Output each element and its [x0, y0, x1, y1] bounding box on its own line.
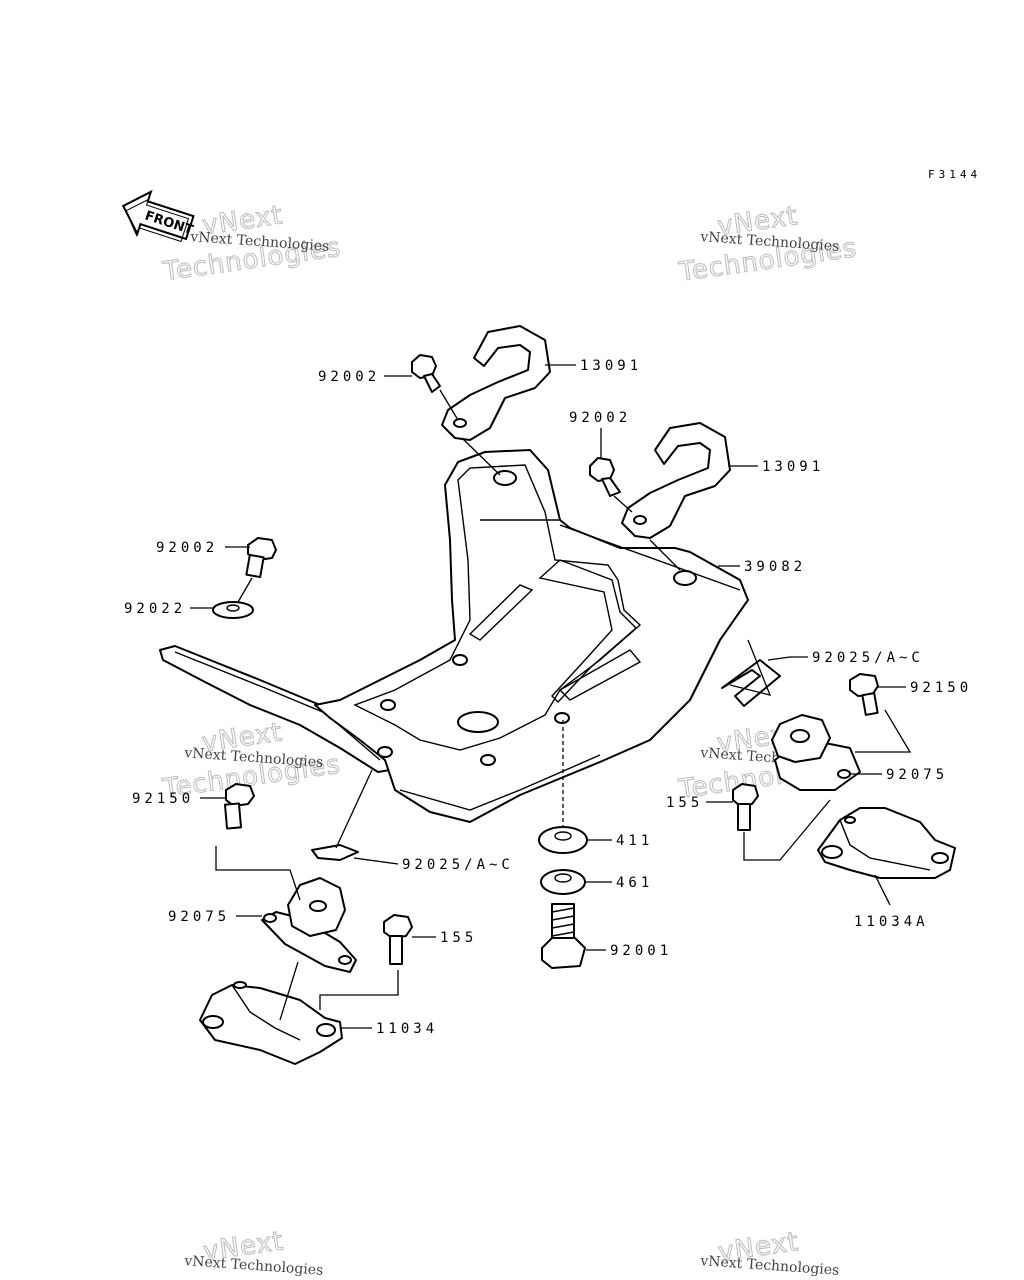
figure-code: F3144 [928, 168, 981, 181]
bolt-92002-mid [589, 457, 621, 497]
front-arrow-icon: FRONT [121, 189, 195, 243]
watermark-text: vNext Technologies [183, 1253, 324, 1279]
watermark-text: vNext Technologies [699, 1253, 840, 1279]
washer-411 [538, 826, 588, 854]
callout-92025-left: 92025/A~C [402, 857, 514, 873]
rubber-mount-92075-left [261, 877, 357, 973]
shim-92025-right [721, 659, 781, 707]
callout-155-right: 155 [666, 795, 703, 811]
callout-155-left: 155 [440, 930, 477, 946]
mount-bracket-11034 [199, 981, 343, 1065]
callout-92002-left: 92002 [156, 540, 218, 556]
callout-39082: 39082 [744, 559, 806, 575]
callout-11034A: 11034A [854, 914, 929, 930]
callout-92025-right: 92025/A~C [812, 650, 924, 666]
callout-92002-top: 92002 [318, 369, 380, 385]
bolt-92002-top [411, 354, 441, 393]
callout-92001: 92001 [610, 943, 672, 959]
callout-92150-left: 92150 [132, 791, 194, 807]
callout-92150-right: 92150 [910, 680, 972, 696]
rubber-mount-92075-right [771, 714, 861, 791]
engine-bracket-39082 [159, 449, 749, 823]
clamp-13091-top [441, 325, 551, 441]
lock-washer-461 [540, 869, 586, 895]
bolt-92002-left [245, 537, 277, 579]
washer-92022 [212, 601, 254, 619]
bolt-155-right [732, 783, 759, 831]
shim-92025-left [311, 844, 359, 861]
callout-92075-left: 92075 [168, 909, 230, 925]
callout-92022: 92022 [124, 601, 186, 617]
mount-bracket-11034A [817, 807, 956, 879]
callout-92002-mid: 92002 [569, 410, 631, 426]
leader-lines [190, 364, 912, 1029]
bolt-92001 [541, 903, 586, 969]
bolt-155-left [383, 914, 413, 965]
callout-13091-right: 13091 [762, 459, 824, 475]
callout-411: 411 [616, 833, 653, 849]
callout-labels: 13091 13091 92002 92002 92002 92022 3908… [124, 358, 972, 1037]
bolt-92150-left [223, 783, 255, 830]
callout-13091-top: 13091 [580, 358, 642, 374]
bolt-92150-right [849, 673, 879, 716]
callout-92075-right: 92075 [886, 767, 948, 783]
clamp-13091-right [621, 422, 731, 539]
callout-11034: 11034 [376, 1021, 438, 1037]
callout-461: 461 [616, 875, 653, 891]
